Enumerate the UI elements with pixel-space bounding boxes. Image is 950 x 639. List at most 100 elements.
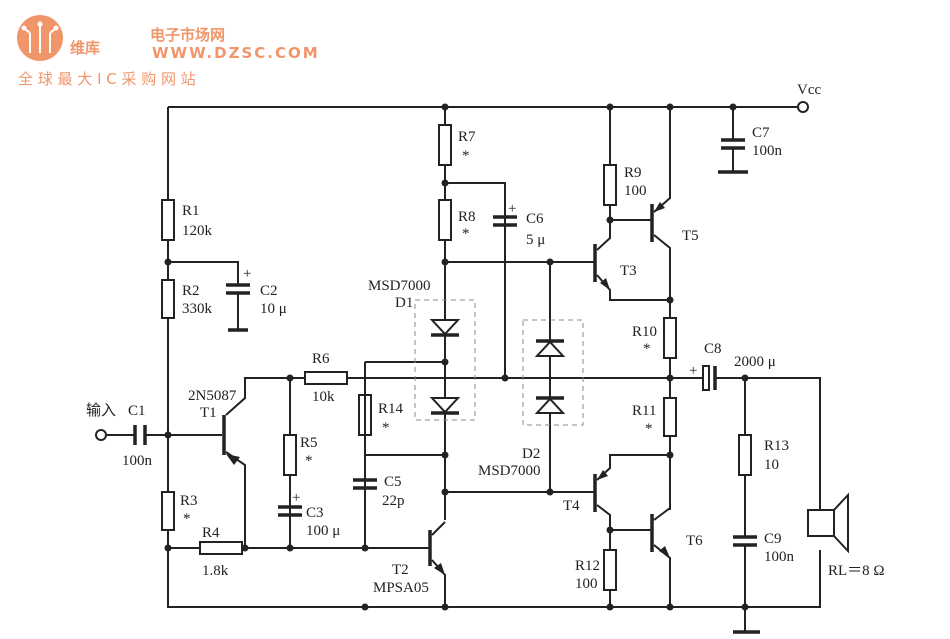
capacitors [133, 138, 760, 634]
resistor-r11 [663, 397, 677, 437]
c2-polarity: + [243, 266, 251, 282]
r4-label: R4 [202, 525, 220, 541]
t5-label: T5 [682, 228, 699, 244]
r9-label: R9 [624, 165, 642, 181]
watermark-logo-icon [17, 15, 63, 61]
r2-label: R2 [182, 283, 200, 299]
input-label: 输入 [86, 402, 116, 419]
r11-label: R11 [632, 403, 656, 419]
t4-label: T4 [563, 498, 580, 514]
resistor-r6 [304, 371, 348, 385]
d2-package [522, 319, 584, 426]
c8-value: 2000 μ [734, 354, 776, 370]
resistor-r7 [438, 124, 452, 166]
capacitor-c8 [702, 365, 710, 391]
rl-label: RL＝8 Ω [828, 563, 885, 579]
r12-label: R12 [575, 558, 600, 574]
t1-type: 2N5087 [188, 388, 237, 404]
r7-value: * [462, 148, 470, 164]
watermark-brand: 维库 [70, 39, 100, 57]
r6-label: R6 [312, 351, 330, 367]
ground-symbols [228, 170, 760, 634]
capacitor-c7 [721, 138, 745, 150]
r5-label: R5 [300, 435, 318, 451]
diodes [414, 299, 584, 426]
c8-label: C8 [704, 341, 722, 357]
c3-polarity: + [292, 490, 300, 506]
input-terminal [95, 429, 107, 441]
r10-label: R10 [632, 324, 657, 340]
r13-value: 10 [764, 457, 779, 473]
c3-value: 100 μ [306, 523, 340, 539]
r6-value: 10k [312, 389, 335, 405]
resistor-r4 [199, 541, 243, 555]
c2-value: 10 μ [260, 301, 287, 317]
d1-label: D1 [395, 295, 413, 311]
resistor-r3 [161, 491, 175, 531]
resistors [161, 124, 752, 591]
d1-package [414, 299, 476, 421]
resistor-r8 [438, 199, 452, 241]
capacitor-c2 [226, 283, 250, 295]
resistor-r1 [161, 199, 175, 241]
c1-label: C1 [128, 403, 146, 419]
resistor-r5 [283, 434, 297, 476]
c7-value: 100n [752, 143, 783, 159]
watermark-slogan: 全 球 最 大 I C 采 购 网 站 [18, 70, 196, 88]
r1-value: 120k [182, 223, 213, 239]
watermark-url: WWW.DZSC.COM [152, 44, 320, 62]
c3-label: C3 [306, 505, 324, 521]
r5-value: * [305, 453, 313, 469]
c6-polarity: + [508, 201, 516, 217]
d1-type: MSD7000 [368, 278, 431, 294]
resistor-r10 [663, 317, 677, 359]
resistor-r12 [603, 549, 617, 591]
t2-label: T2 [392, 562, 409, 578]
r10-value: * [643, 341, 651, 357]
watermark-name: 电子市场网 [150, 26, 225, 44]
d2-type: MSD7000 [478, 463, 541, 479]
r14-value: * [382, 420, 390, 436]
r11-value: * [645, 421, 653, 437]
r7-label: R7 [458, 129, 476, 145]
d2-label: D2 [522, 446, 540, 462]
r4-value: 1.8k [202, 563, 229, 579]
speaker-rl [807, 492, 849, 554]
r2-value: 330k [182, 301, 213, 317]
vcc-terminal [797, 101, 809, 113]
t6-label: T6 [686, 533, 703, 549]
t3-label: T3 [620, 263, 637, 279]
watermark: 维库 电子市场网 WWW.DZSC.COM 全 球 最 大 I C 采 购 网 … [17, 15, 320, 88]
resistor-r9 [603, 164, 617, 206]
capacitor-c9 [733, 535, 757, 547]
t2-type: MPSA05 [373, 580, 429, 596]
resistor-r2 [161, 279, 175, 319]
r8-label: R8 [458, 209, 476, 225]
t1-label: T1 [200, 405, 217, 421]
r13-label: R13 [764, 438, 789, 454]
c7-label: C7 [752, 125, 770, 141]
capacitor-c3 [278, 505, 302, 517]
c2-label: C2 [260, 283, 278, 299]
r9-value: 100 [624, 183, 647, 199]
r12-value: 100 [575, 576, 598, 592]
capacitor-c6 [493, 215, 517, 227]
r14-label: R14 [378, 401, 404, 417]
c5-label: C5 [384, 474, 402, 490]
transistors [222, 202, 670, 575]
r3-label: R3 [180, 493, 198, 509]
vcc-label: Vcc [797, 82, 821, 98]
r3-value: * [183, 511, 191, 527]
c6-label: C6 [526, 211, 544, 227]
c6-value: 5 μ [526, 232, 545, 248]
r8-value: * [462, 226, 470, 242]
r1-label: R1 [182, 203, 200, 219]
resistor-r13 [738, 434, 752, 476]
c9-label: C9 [764, 531, 782, 547]
capacitor-c1 [133, 425, 147, 445]
c1-value: 100n [122, 453, 153, 469]
junction-dots [164, 103, 749, 611]
c5-value: 22p [382, 493, 405, 509]
c9-value: 100n [764, 549, 795, 565]
